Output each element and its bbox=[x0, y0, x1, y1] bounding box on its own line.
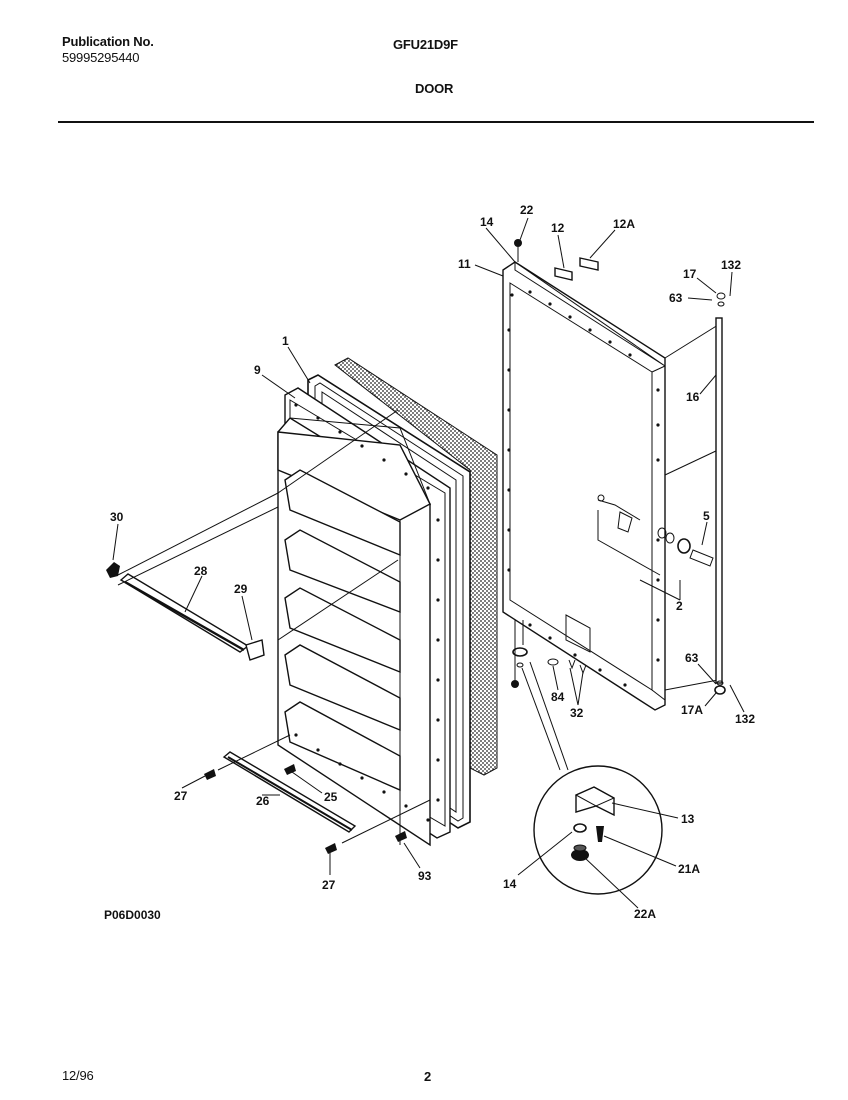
callout-22a: 22A bbox=[634, 907, 656, 921]
publication-label: Publication No. bbox=[62, 34, 154, 49]
publication-number: 59995295440 bbox=[62, 50, 140, 65]
callout-84: 84 bbox=[551, 690, 565, 704]
liner-screw-holes bbox=[294, 403, 440, 822]
callout-14-bottom: 14 bbox=[503, 877, 517, 891]
callout-22: 22 bbox=[520, 203, 534, 217]
left-trim-parts bbox=[106, 409, 431, 854]
callout-27-lower: 27 bbox=[322, 878, 336, 892]
diagram-code: P06D0030 bbox=[104, 908, 161, 922]
callout-26: 26 bbox=[256, 794, 270, 808]
callout-21a: 21A bbox=[678, 862, 700, 876]
top-hinge-parts bbox=[514, 239, 599, 281]
latch-assembly bbox=[597, 494, 714, 601]
callout-5: 5 bbox=[703, 509, 710, 523]
callout-25: 25 bbox=[324, 790, 338, 804]
callout-63-bottom: 63 bbox=[685, 651, 699, 665]
outer-door-panel bbox=[502, 261, 719, 711]
callout-132-top: 132 bbox=[721, 258, 741, 272]
callout-13: 13 bbox=[681, 812, 695, 826]
callout-17a: 17A bbox=[681, 703, 703, 717]
callout-12a: 12A bbox=[613, 217, 635, 231]
callout-16: 16 bbox=[686, 390, 700, 404]
detail-magnifier bbox=[533, 765, 663, 895]
callout-30: 30 bbox=[110, 510, 124, 524]
callout-12: 12 bbox=[551, 221, 565, 235]
callout-29: 29 bbox=[234, 582, 248, 596]
hinge-rod bbox=[714, 292, 726, 695]
callout-1: 1 bbox=[282, 334, 289, 348]
outer-panel-screw-holes bbox=[507, 290, 660, 687]
page-number: 2 bbox=[424, 1069, 432, 1084]
callout-27-upper: 27 bbox=[174, 789, 188, 803]
footer-date: 12/96 bbox=[62, 1068, 94, 1083]
callout-28: 28 bbox=[194, 564, 208, 578]
section-title: DOOR bbox=[415, 81, 454, 96]
callout-132-bottom: 132 bbox=[735, 712, 755, 726]
model-number: GFU21D9F bbox=[393, 37, 458, 52]
callout-2: 2 bbox=[676, 599, 683, 613]
header-rule bbox=[58, 121, 814, 123]
callout-9: 9 bbox=[254, 363, 261, 377]
callout-14-top: 14 bbox=[480, 215, 494, 229]
callout-leaders bbox=[112, 217, 745, 909]
callout-63-top: 63 bbox=[669, 291, 683, 305]
callout-17: 17 bbox=[683, 267, 697, 281]
callout-32: 32 bbox=[570, 706, 584, 720]
door-inner-liner bbox=[277, 387, 451, 847]
callout-93: 93 bbox=[418, 869, 432, 883]
callout-11: 11 bbox=[458, 257, 471, 271]
callout-labels: 1 9 30 28 29 27 25 26 27 93 14 22 12 12A… bbox=[110, 203, 755, 921]
